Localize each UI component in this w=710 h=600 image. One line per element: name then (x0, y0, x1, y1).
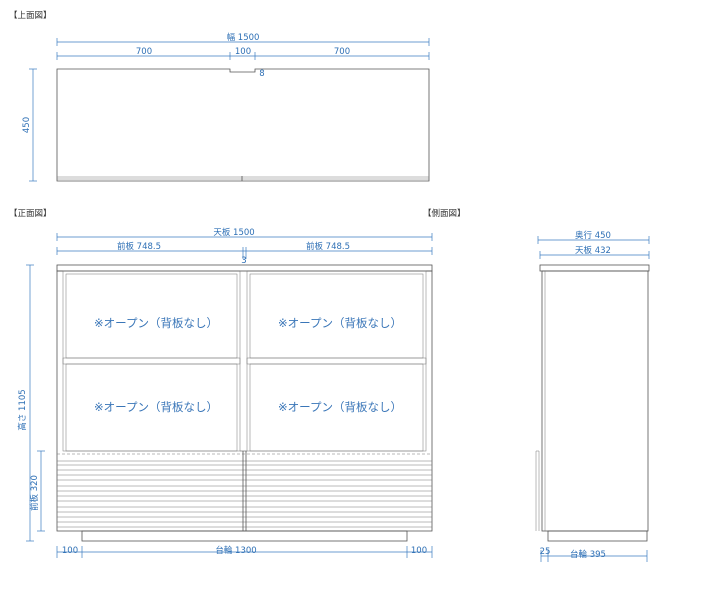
dim-base-right: 100 (411, 546, 427, 556)
top-view: 【上面図】 幅 1500 700 100 700 450 8 (9, 11, 430, 182)
dim-front-height: 高さ 1105 (17, 389, 28, 430)
dim-front-board-height: 前板 320 (29, 475, 40, 511)
dim-top-width: 幅 1500 (227, 32, 260, 43)
front-view: 【正面図】 天板 1500 前板 748.5 前板 748.5 3 高さ 110… (9, 209, 433, 558)
dim-top-right: 700 (334, 47, 350, 57)
top-view-title: 【上面図】 (9, 11, 52, 21)
dim-top-left: 700 (136, 47, 152, 57)
side-plinth (547, 530, 648, 542)
side-top-board (539, 264, 650, 272)
open-label-bottom-right: ※オープン（背板なし） (278, 400, 402, 414)
top-board-outline (56, 68, 430, 182)
front-view-title: 【正面図】 (9, 209, 52, 219)
dim-side-base: 台輪 395 (570, 549, 606, 560)
dim-front-right: 前板 748.5 (306, 241, 350, 252)
dim-base-left: 100 (62, 546, 78, 556)
open-label-top-left: ※オープン（背板なし） (94, 316, 218, 330)
dim-side-top: 天板 432 (575, 245, 611, 256)
dim-front-gap: 3 (241, 256, 246, 266)
side-panel (541, 270, 649, 532)
dim-side-base-offset: 25 (540, 547, 551, 557)
front-plinth (81, 530, 408, 542)
dim-top-center: 100 (235, 47, 251, 57)
dim-front-left: 前板 748.5 (117, 241, 161, 252)
open-label-bottom-left: ※オープン（背板なし） (94, 400, 218, 414)
side-view-title: 【側面図】 (423, 208, 466, 219)
dim-top-depth: 450 (22, 117, 32, 133)
dim-front-top: 天板 1500 (213, 227, 254, 238)
dim-notch: 8 (259, 69, 264, 79)
open-label-top-right: ※オープン（背板なし） (278, 316, 402, 330)
dim-base-center: 台輪 1300 (215, 545, 256, 556)
dim-side-depth: 奥行 450 (575, 230, 611, 241)
front-lower-boards (57, 451, 432, 531)
side-view: 【側面図】 奥行 450 天板 432 25 台輪 395 (423, 208, 650, 562)
